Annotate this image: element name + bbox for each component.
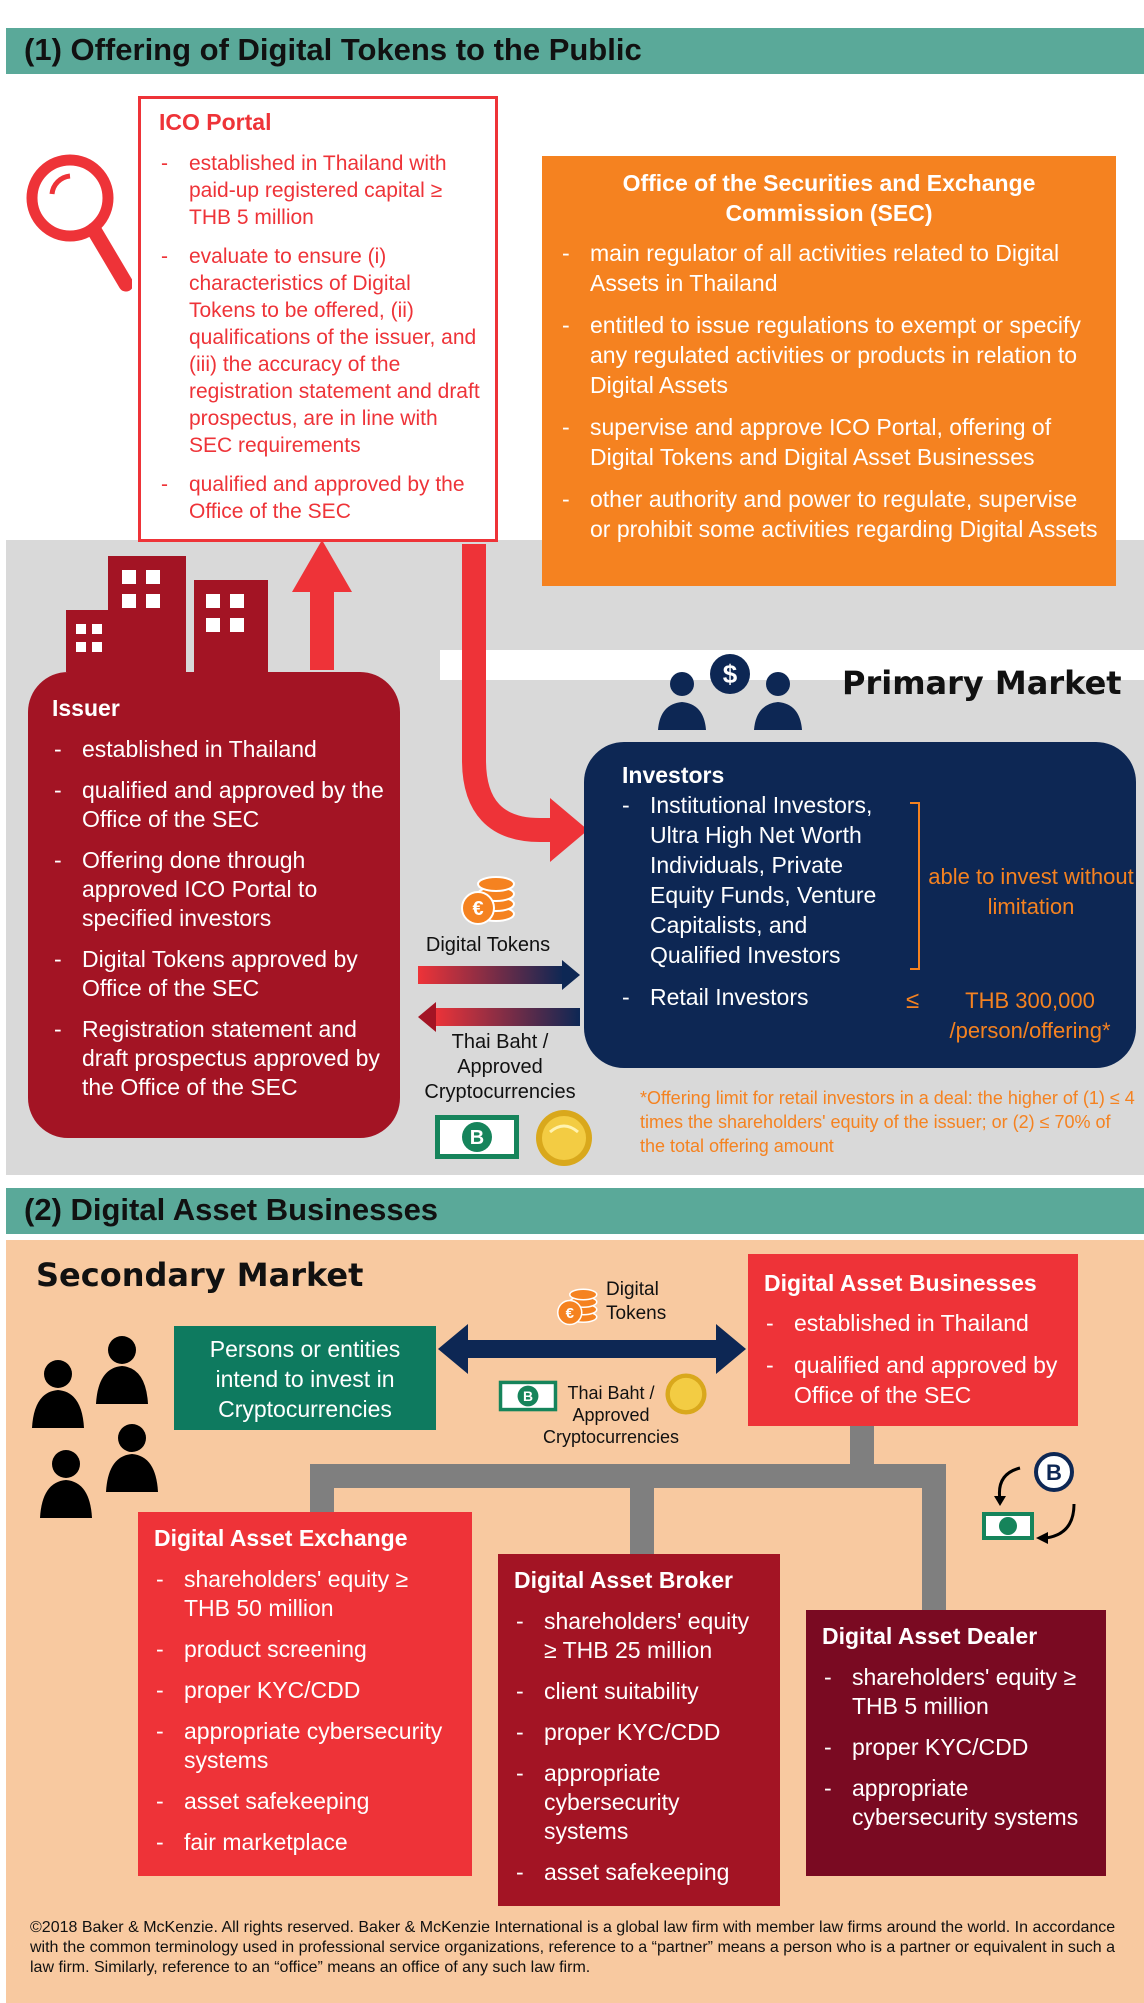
sec-item: supervise and approve ICO Portal, offeri… (560, 412, 1098, 472)
section2-title: (2) Digital Asset Businesses (24, 1192, 439, 1227)
flow1-baht-label: Thai Baht / Approved Cryptocurrencies (424, 1031, 576, 1103)
magnifier-icon (22, 148, 132, 296)
leq-symbol: ≤ (906, 987, 920, 1014)
retail-limit-text: THB 300,000 /person/offering* (949, 988, 1111, 1043)
investors-item-institutional: - Institutional Investors, Ultra High Ne… (622, 790, 882, 970)
investors-title: Investors (622, 762, 725, 788)
no-limit-text: able to invest without limitation (928, 864, 1134, 919)
primary-market-label: Primary Market (842, 664, 1122, 702)
broker-item: appropriate cybersecurity systems (514, 1759, 768, 1846)
svg-text:€: € (472, 898, 483, 920)
retail-text: Retail Investors (650, 984, 809, 1010)
broker-list: shareholders' equity ≥ THB 25 million cl… (514, 1607, 768, 1887)
offering-footnote: *Offering limit for retail investors in … (640, 1088, 1135, 1156)
dab-list: established in Thailand qualified and ap… (764, 1308, 1064, 1410)
exchange-item: asset safekeeping (154, 1787, 458, 1816)
exchange-title: Digital Asset Exchange (154, 1525, 408, 1551)
broker-box: Digital Asset Broker shareholders' equit… (498, 1554, 780, 1906)
buildings-icon (66, 552, 276, 672)
exchange-item: proper KYC/CDD (154, 1676, 458, 1705)
flow2-tokens-label: Digital Tokens (606, 1279, 667, 1324)
svg-text:B: B (523, 1388, 533, 1404)
exchange-list: shareholders' equity ≥ THB 50 million pr… (154, 1565, 458, 1857)
primary-market-background-right (440, 650, 1144, 680)
copyright-notice: ©2018 Baker & McKenzie. All rights reser… (30, 1919, 1116, 1976)
svg-text:$: $ (723, 659, 738, 689)
baht-note-icon-2: B (498, 1380, 558, 1412)
broker-item: proper KYC/CDD (514, 1718, 768, 1747)
broker-item: client suitability (514, 1677, 768, 1706)
sec-item: other authority and power to regulate, s… (560, 484, 1098, 544)
persons-text: Persons or entities intend to invest in … (209, 1336, 401, 1422)
sec-item: entitled to issue regulations to exempt … (560, 310, 1098, 400)
issuer-item: qualified and approved by the Office of … (52, 776, 384, 834)
dealer-item: appropriate cybersecurity systems (822, 1774, 1094, 1832)
institutional-text: Institutional Investors, Ultra High Net … (650, 792, 877, 968)
dab-item: established in Thailand (764, 1308, 1064, 1338)
dealer-box: Digital Asset Dealer shareholders' equit… (806, 1610, 1106, 1876)
exchange-box: Digital Asset Exchange shareholders' equ… (138, 1512, 472, 1876)
issuer-box: Issuer established in Thailand qualified… (28, 672, 400, 1138)
dab-box: Digital Asset Businesses established in … (748, 1254, 1078, 1426)
gold-coin-icon (534, 1108, 594, 1168)
exchange-item: appropriate cybersecurity systems (154, 1717, 458, 1775)
persons-box: Persons or entities intend to invest in … (174, 1326, 436, 1430)
people-group-icon (28, 1332, 164, 1518)
exchange-item: product screening (154, 1635, 458, 1664)
flow2-baht-label: Thai Baht / Approved Cryptocurrencies (542, 1383, 680, 1447)
ico-portal-title: ICO Portal (159, 109, 272, 135)
flow1-tokens-label: Digital Tokens (425, 934, 551, 956)
issuer-item: Digital Tokens approved by Office of the… (52, 945, 384, 1003)
ico-portal-list: established in Thailand with paid-up reg… (159, 150, 481, 525)
issuer-item: Offering done through approved ICO Porta… (52, 846, 384, 933)
issuer-item: Registration statement and draft prospec… (52, 1015, 384, 1102)
coins-icon: € (460, 870, 518, 926)
issuer-item: established in Thailand (52, 735, 384, 764)
exchange-item: shareholders' equity ≥ THB 50 million (154, 1565, 458, 1623)
broker-item: asset safekeeping (514, 1858, 768, 1887)
sec-title: Office of the Securities and Exchange Co… (622, 170, 1036, 226)
bracket (910, 802, 920, 970)
svg-text:B: B (470, 1127, 484, 1149)
exchange-item: fair marketplace (154, 1828, 458, 1857)
dealer-title: Digital Asset Dealer (822, 1623, 1038, 1649)
sec-item: main regulator of all activities related… (560, 238, 1098, 298)
sec-list: main regulator of all activities related… (560, 238, 1098, 544)
secondary-market-label: Secondary Market (36, 1256, 364, 1294)
investors-item-retail: - Retail Investors (622, 982, 882, 1012)
issuer-list: established in Thailand qualified and ap… (52, 735, 384, 1102)
flow1-arrows (416, 958, 582, 1034)
svg-text:B: B (1046, 1460, 1062, 1485)
gold-coin-icon-2 (664, 1372, 708, 1416)
dab-item: qualified and approved by Office of the … (764, 1350, 1064, 1410)
ico-portal-item: qualified and approved by the Office of … (159, 471, 481, 525)
dab-title: Digital Asset Businesses (764, 1270, 1037, 1296)
issuer-title: Issuer (52, 695, 120, 721)
baht-note-icon: B (434, 1114, 520, 1160)
ico-portal-item: established in Thailand with paid-up reg… (159, 150, 481, 231)
exchange-cycle-icon: B (978, 1448, 1088, 1544)
broker-title: Digital Asset Broker (514, 1567, 733, 1593)
ico-portal-box: ICO Portal established in Thailand with … (138, 96, 498, 542)
dealer-item: shareholders' equity ≥ THB 5 million (822, 1663, 1094, 1721)
broker-item: shareholders' equity ≥ THB 25 million (514, 1607, 768, 1665)
dealer-item: proper KYC/CDD (822, 1733, 1094, 1762)
sec-box: Office of the Securities and Exchange Co… (542, 156, 1116, 586)
coins-icon-2: € (556, 1284, 600, 1326)
section1-header: (1) Offering of Digital Tokens to the Pu… (6, 28, 1144, 74)
dash-marker: - (622, 984, 630, 1010)
section1-title: (1) Offering of Digital Tokens to the Pu… (24, 32, 642, 67)
section2-header: (2) Digital Asset Businesses (6, 1188, 1144, 1234)
dealer-list: shareholders' equity ≥ THB 5 million pro… (822, 1663, 1094, 1832)
ico-portal-item: evaluate to ensure (i) characteristics o… (159, 243, 481, 459)
investors-money-icon: $ (652, 652, 812, 732)
investors-box: Investors - Institutional Investors, Ult… (584, 742, 1136, 1068)
svg-text:€: € (566, 1305, 575, 1322)
dash-marker: - (622, 792, 630, 818)
flow2-double-arrow (436, 1324, 748, 1374)
